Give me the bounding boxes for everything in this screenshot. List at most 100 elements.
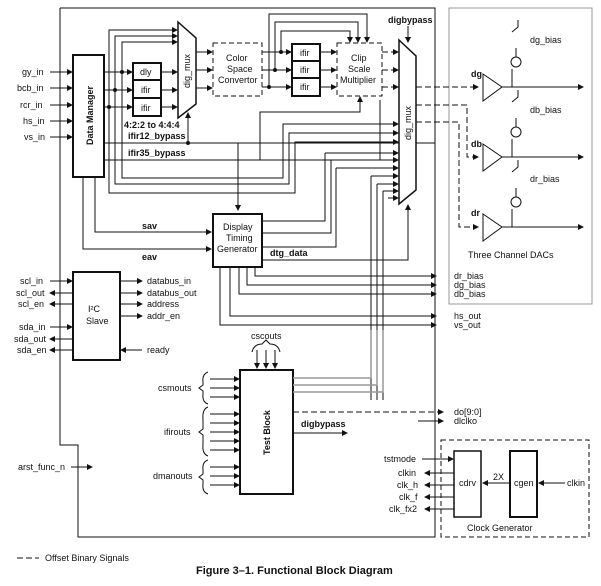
csc-to-ifir-wires (262, 13, 370, 90)
dac-dr (482, 213, 503, 242)
dac-db (482, 143, 503, 172)
dtg-label-2: Timing (226, 233, 253, 243)
i2c-addr_en: addr_en (147, 311, 180, 321)
clock-clkin: clkin (398, 468, 416, 478)
data-manager-block (72, 54, 105, 178)
eav-label: eav (142, 252, 157, 262)
display-timing-generator (212, 213, 263, 268)
legend-label: Offset Binary Signals (45, 553, 129, 563)
ifirouts-label: ifirouts (164, 427, 191, 437)
dac-title: Three Channel DACs (468, 250, 554, 260)
clock-clk_fx2: clk_fx2 (389, 504, 417, 514)
ifir-label-d: ifir (300, 65, 310, 75)
color-space-convertor (212, 42, 263, 97)
i2c-databus_out: databus_out (147, 288, 197, 298)
output-do: do[9:0] (454, 407, 482, 417)
input-rcr_in: rcr_in (20, 100, 43, 110)
csmouts-label: csmouts (158, 383, 192, 393)
clip-scale-multiplier (336, 42, 383, 97)
i2c-ready: ready (147, 345, 170, 355)
ifir-label-c: ifir (300, 48, 310, 58)
output-dlclko: dlclko (454, 416, 477, 426)
input-gy_in: gy_in (22, 67, 44, 77)
data-manager-label: Data Manager (85, 85, 95, 145)
i2c-scl_in: scl_in (20, 276, 43, 286)
dg-label: dg (471, 69, 482, 79)
test-inputs (198, 371, 240, 495)
output-dr_bias: dr_bias (454, 271, 484, 281)
upsample-label: 4:2:2 to 4:4:4 (124, 120, 180, 130)
sav-label: sav (142, 221, 157, 231)
dtg-data-label: dtg_data (270, 248, 308, 258)
i2c-slave-block (72, 271, 121, 361)
i2c-label-1: I²C (88, 304, 100, 314)
dly-label: dly (140, 67, 152, 77)
i2c-sda_out: sda_out (14, 334, 47, 344)
dr-label: dr (471, 208, 480, 218)
digbypass-top-label: digbypass (388, 15, 433, 25)
csc-label-2: Space (227, 64, 253, 74)
clkin-input-label: clkin (567, 478, 585, 488)
i2c-sda_en: sda_en (17, 345, 47, 355)
clock-tstmode: tstmode (384, 454, 416, 464)
clock-clk_f: clk_f (399, 492, 418, 502)
dtg-outputs (219, 267, 437, 328)
clip-label-1: Clip (351, 53, 367, 63)
clock-clk_h: clk_h (397, 480, 418, 490)
cgen-block (509, 450, 538, 518)
output-dg_bias: dg_bias (454, 280, 486, 290)
clock-outputs (422, 456, 454, 512)
dac-region (448, 7, 593, 305)
dmanouts-label: dmanouts (153, 471, 193, 481)
dig-mux-right-label: dig_mux (403, 105, 413, 140)
i2c-left-signals (49, 278, 73, 353)
digbypass-test-label: digbypass (301, 419, 346, 429)
dr-bias-label: dr_bias (530, 174, 560, 184)
output-vs_out: vs_out (454, 320, 481, 330)
2x-label: 2X (493, 472, 504, 482)
i2c-scl_en: scl_en (18, 299, 44, 309)
input-bcb_in: bcb_in (17, 83, 44, 93)
i2c-label-2: Slave (86, 316, 109, 326)
test-block (239, 369, 294, 495)
ifir12-bypass-label: ifir12_bypass (128, 131, 186, 141)
dg-bias-label: dg_bias (530, 35, 562, 45)
clock-generator-label: Clock Generator (467, 523, 533, 533)
output-db_bias: db_bias (454, 289, 486, 299)
input-vs_in: vs_in (24, 132, 45, 142)
dm-to-mux-wires (108, 72, 399, 211)
i2c-right-signals (120, 278, 143, 353)
test-block-label: Test Block (262, 409, 272, 455)
figure-caption: Figure 3–1. Functional Block Diagram (196, 565, 393, 577)
dtg-label-1: Display (223, 222, 253, 232)
ifir-label-e: ifir (300, 82, 310, 92)
ifir-label-a: ifir (141, 85, 151, 95)
dig-mux-left (177, 20, 197, 120)
cdrv-label: cdrv (459, 478, 477, 488)
input-hs_in: hs_in (23, 116, 45, 126)
db-label: db (471, 139, 482, 149)
db-bias-label: db_bias (530, 105, 562, 115)
dig-mux-left-label: dig_mux (182, 53, 192, 88)
csc-label-3: Convertor (218, 75, 258, 85)
i2c-address: address (147, 299, 180, 309)
clip-label-3: Multiplier (340, 75, 376, 85)
cdrv-block (453, 450, 482, 518)
output-hs_out: hs_out (454, 311, 482, 321)
dac-dg (482, 73, 503, 102)
dac-channels (416, 20, 584, 242)
left-inputs: gy_in bcb_in rcr_in hs_in vs_in (17, 67, 73, 142)
cgen-label: cgen (514, 478, 534, 488)
csc-label-1: Color (226, 53, 248, 63)
clip-label-2: Scale (348, 64, 371, 74)
arst-label: arst_func_n (18, 462, 65, 472)
ifir35-bypass-label: ifir35_bypass (128, 148, 186, 158)
dig-mux-right (398, 38, 417, 206)
ifir-label-b: ifir (141, 103, 151, 113)
i2c-sda_in: sda_in (19, 322, 46, 332)
i2c-databus_in: databus_in (147, 276, 191, 286)
cscouts-label: cscouts (251, 331, 282, 341)
i2c-scl_out: scl_out (16, 288, 45, 298)
dtg-label-3: Generator (217, 244, 258, 254)
